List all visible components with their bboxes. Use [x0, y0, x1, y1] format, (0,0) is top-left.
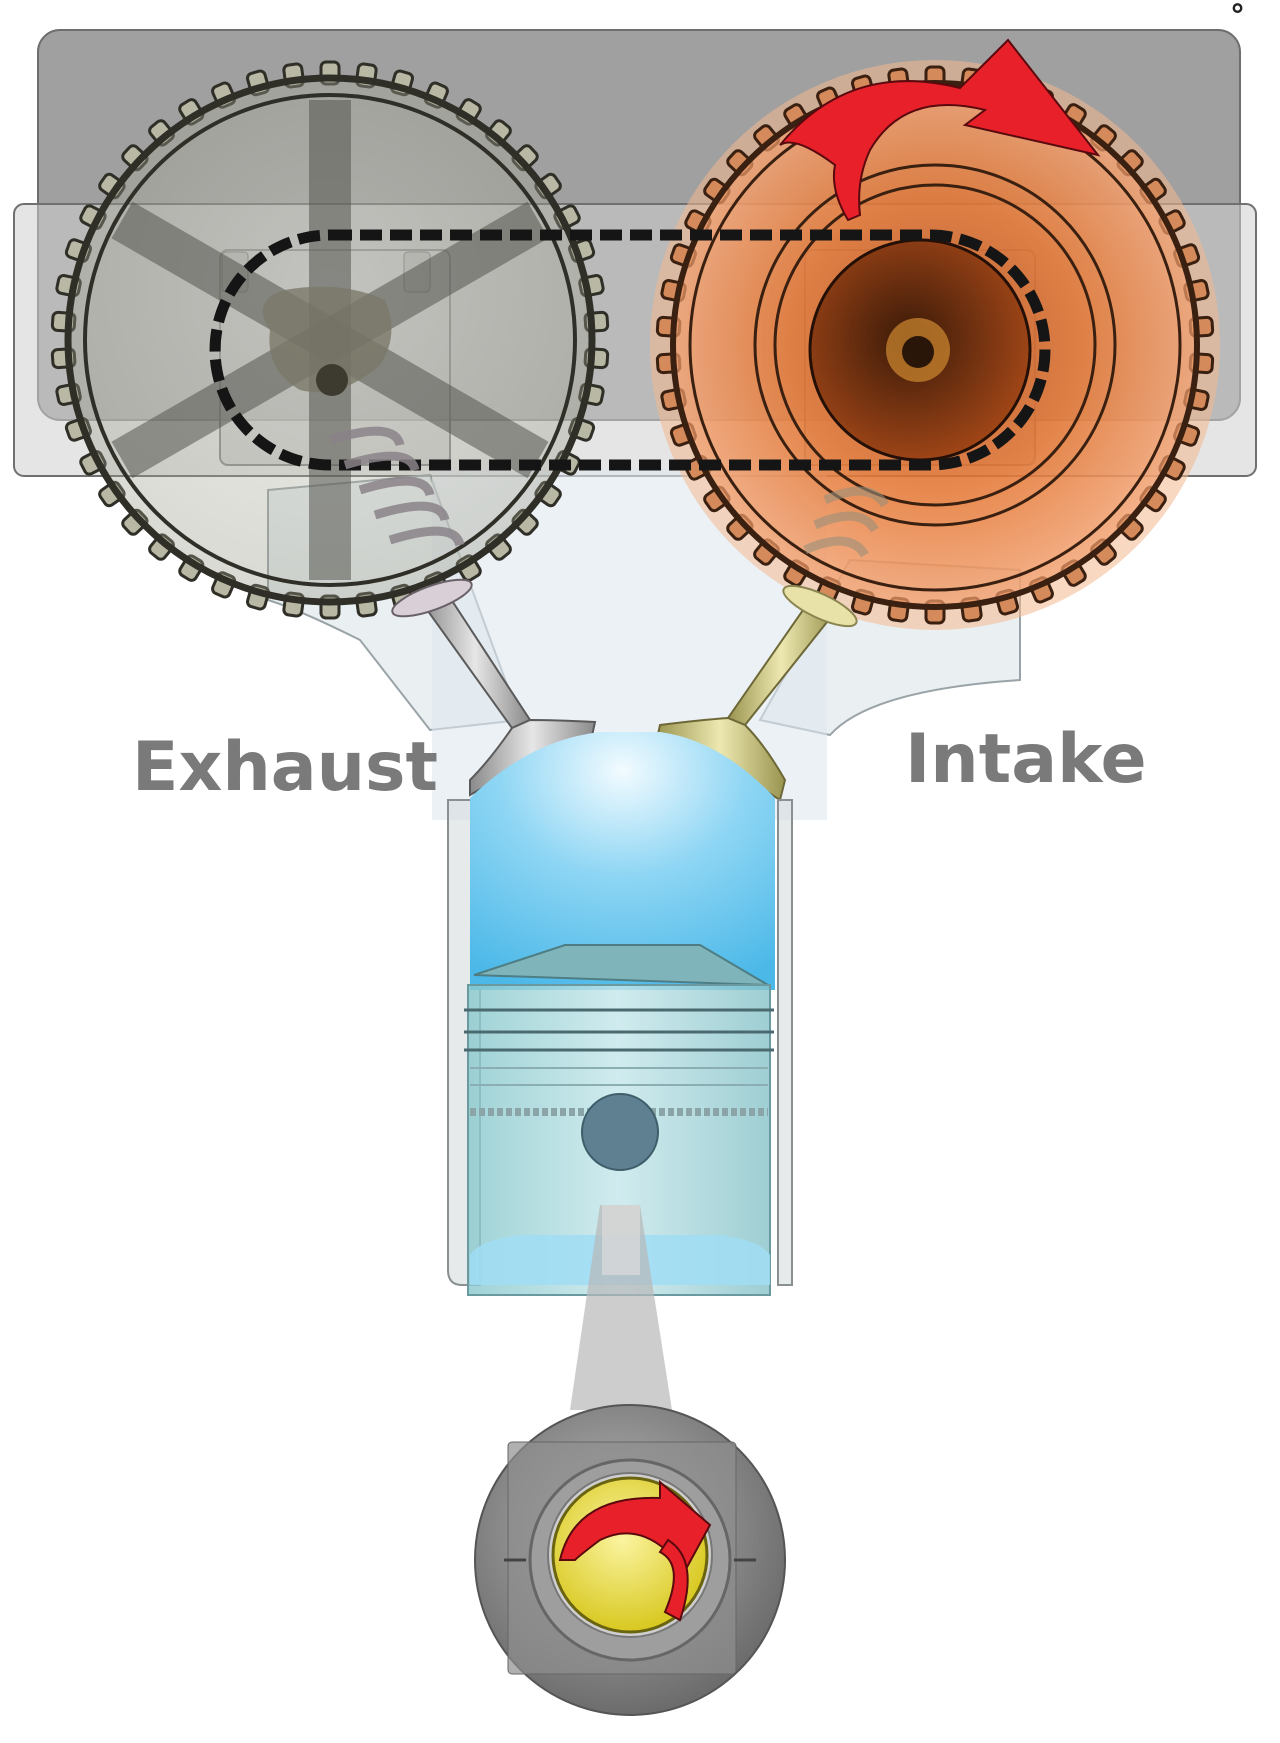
- intake-label: Intake: [905, 720, 1147, 799]
- corner-mark: °: [1230, 0, 1245, 34]
- combustion-chamber: [470, 732, 775, 990]
- intake-valve-spring: [803, 486, 889, 558]
- exhaust-label: Exhaust: [132, 728, 438, 807]
- crank-rotation-arrow-tail: [658, 1538, 689, 1622]
- intake-camshaft-gear-icon: [650, 60, 1220, 630]
- intake-cam-rotation-arrow-icon: [779, 38, 1101, 222]
- crankshaft-icon: [474, 1404, 786, 1716]
- exhaust-valve-spring: [328, 426, 465, 547]
- wrist-pin: [581, 1093, 659, 1171]
- connecting-rod: [570, 1205, 672, 1410]
- exhaust-camshaft-gear-icon: [50, 60, 610, 620]
- timing-belt: [209, 229, 1051, 471]
